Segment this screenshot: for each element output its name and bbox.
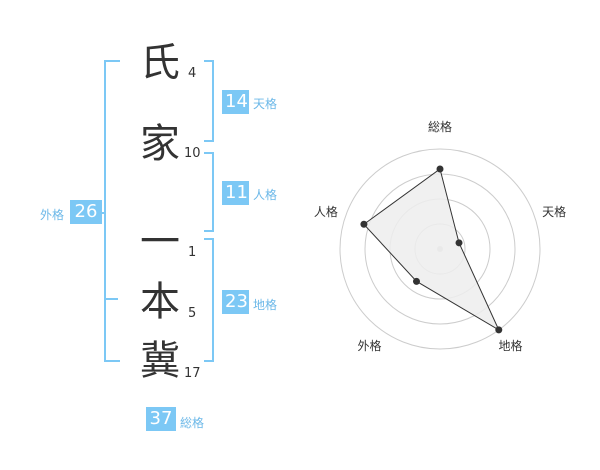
stroke-count-2: 10 [184, 146, 201, 161]
radar-axis-label-5: 人格 [314, 204, 338, 219]
radar-point-3 [495, 326, 503, 334]
name-char-2: 家 [140, 121, 180, 167]
name-char-3: 一 [140, 219, 180, 265]
radar-ring-4 [339, 148, 541, 350]
radar-axis-label-2: 天格 [542, 204, 566, 219]
stroke-count-4: 5 [188, 306, 197, 321]
stroke-count-5: 17 [184, 366, 201, 381]
soukaku-value-badge: 37 [146, 407, 176, 431]
radar-point-1 [436, 165, 444, 173]
chikaku-bracket [204, 238, 214, 362]
tenkaku-bracket [204, 60, 214, 142]
jinkaku-bracket [204, 152, 214, 232]
gaikaku-bracket-mid-tick [106, 298, 118, 300]
radar-points [360, 165, 503, 334]
name-char-5: 冀 [140, 338, 180, 384]
radar-axis-label-1: 総格 [428, 119, 452, 134]
gaikaku-label: 外格 [40, 208, 65, 222]
radar-axis-label-3: 地格 [499, 338, 523, 353]
tenkaku-value-badge: 14 [222, 90, 249, 114]
gaikaku-value-badge: 26 [70, 200, 102, 224]
jinkaku-label: 人格 [253, 188, 278, 202]
chikaku-value-badge: 23 [222, 290, 249, 314]
stroke-count-3: 1 [188, 245, 197, 260]
gaikaku-bracket [104, 60, 120, 362]
stroke-count-1: 4 [188, 66, 197, 81]
name-char-1: 氏 [140, 40, 180, 86]
soukaku-label: 総格 [180, 416, 205, 430]
jinkaku-value-badge: 11 [222, 181, 249, 205]
chikaku-label: 地格 [253, 298, 278, 312]
tenkaku-label: 天格 [253, 97, 278, 111]
radar-axis-label-4: 外格 [357, 338, 381, 353]
radar-value-polygon [363, 168, 500, 332]
radar-point-5 [360, 220, 368, 228]
name-char-4: 本 [140, 279, 180, 325]
radar-point-4 [412, 277, 420, 285]
radar-point-2 [455, 239, 463, 247]
